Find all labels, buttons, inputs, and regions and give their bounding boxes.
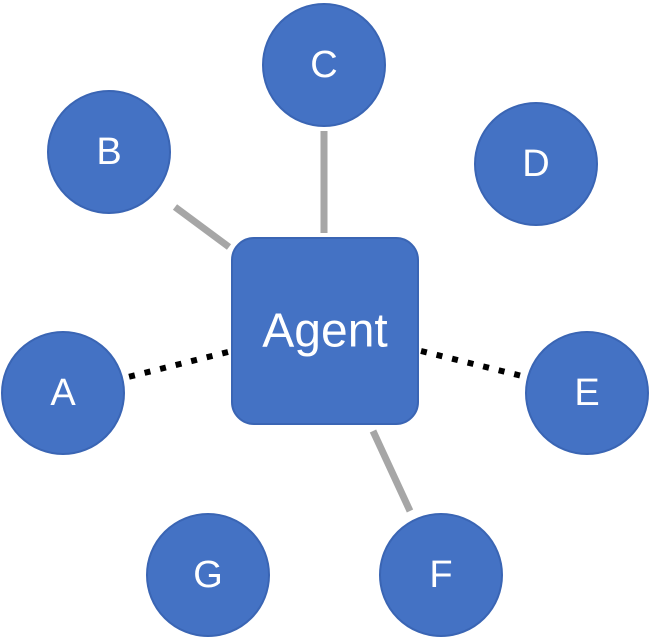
link-agent-f	[369, 429, 414, 513]
node-g: G	[146, 513, 270, 637]
agent-node: Agent	[231, 237, 419, 425]
node-a-circle	[1, 331, 125, 455]
agent-box	[231, 237, 419, 425]
node-f-circle	[379, 513, 503, 637]
node-f-label: F	[429, 554, 452, 596]
node-a-label: A	[50, 372, 76, 414]
node-c-label: C	[310, 44, 337, 86]
node-e-circle	[525, 331, 649, 455]
node-d: D	[474, 102, 598, 226]
node-c: C	[262, 3, 386, 127]
link-agent-a	[123, 349, 229, 381]
node-b: B	[47, 90, 171, 214]
node-b-label: B	[96, 131, 121, 173]
node-f: F	[379, 513, 503, 637]
node-d-label: D	[522, 143, 549, 185]
node-g-circle	[146, 513, 270, 637]
link-agent-e	[420, 348, 527, 380]
links-layer	[123, 131, 527, 513]
node-b-circle	[47, 90, 171, 214]
node-a: A	[1, 331, 125, 455]
node-e: E	[525, 331, 649, 455]
agent-label: Agent	[262, 305, 387, 358]
link-agent-b	[172, 204, 232, 250]
node-d-circle	[474, 102, 598, 226]
node-c-circle	[262, 3, 386, 127]
node-g-label: G	[193, 554, 223, 596]
node-e-label: E	[574, 372, 599, 414]
